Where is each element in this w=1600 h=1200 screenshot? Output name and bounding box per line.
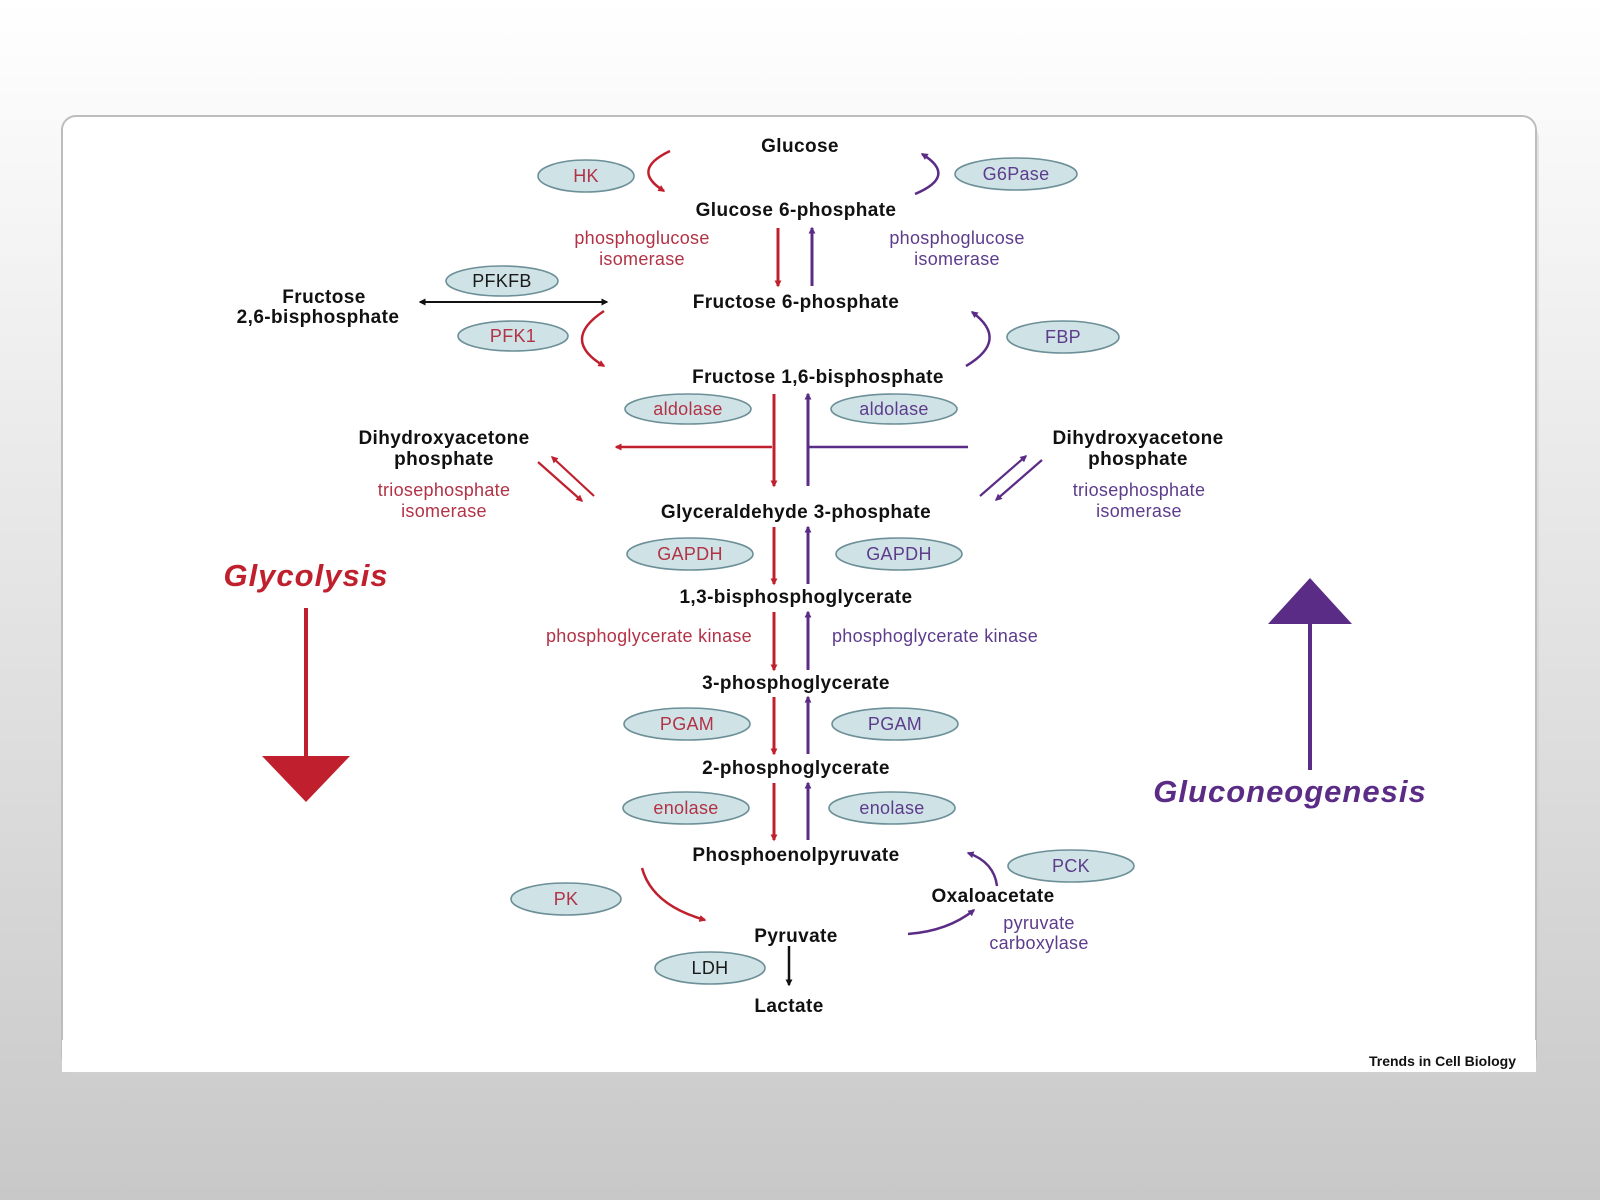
enzyme-fbp: FBP xyxy=(1006,320,1120,354)
enzyme-enolase-forward-label: enolase xyxy=(653,798,718,818)
enzyme-gapdh-reverse-label: GAPDH xyxy=(866,544,932,564)
arrow-fbp xyxy=(965,310,991,368)
arrow-g3p-to-dhap-right xyxy=(979,455,1028,497)
enzyme-pfk1-label: PFK1 xyxy=(490,326,536,346)
enzyme-g6pase: G6Pase xyxy=(954,157,1078,191)
arrow-pck xyxy=(966,851,999,887)
enzyme-gapdh-forward-label: GAPDH xyxy=(657,544,723,564)
enzyme-gapdh-forward: GAPDH xyxy=(626,537,754,571)
enzyme-enolase-reverse-label: enolase xyxy=(859,798,924,818)
metabolite-dhap-right-line2: phosphate xyxy=(1088,449,1188,470)
enzyme-hk: HK xyxy=(537,159,635,193)
metabolite-glyceraldehyde-3-phosphate: Glyceraldehyde 3-phosphate xyxy=(661,502,931,523)
enzyme-tpi-left-line1: triosephosphate xyxy=(378,480,511,500)
enzyme-pgam-reverse-label: PGAM xyxy=(868,714,922,734)
enzyme-ldh-label: LDH xyxy=(692,958,729,978)
enzyme-tpi-right-line1: triosephosphate xyxy=(1073,480,1206,500)
side-arrows xyxy=(418,149,1043,936)
enzyme-pfk1: PFK1 xyxy=(457,320,569,352)
arrow-pk xyxy=(640,867,707,922)
metabolite-13-bisphosphoglycerate: 1,3-bisphosphoglycerate xyxy=(679,587,912,608)
enzyme-pyruvate-carboxylase-line1: pyruvate xyxy=(1003,913,1074,933)
enzyme-pgk-reverse: phosphoglycerate kinase xyxy=(832,626,1038,646)
enzyme-tpi-right-line2: isomerase xyxy=(1096,501,1182,521)
metabolite-fructose-26-bisphosphate-line2: 2,6-bisphosphate xyxy=(237,307,400,328)
enzyme-tpi-left-line2: isomerase xyxy=(401,501,487,521)
arrow-g3p-to-dhap-left xyxy=(550,456,595,497)
enzyme-pck: PCK xyxy=(1007,849,1135,883)
metabolite-dhap-left-line1: Dihydroxyacetone xyxy=(358,428,529,449)
enzyme-pgam-forward-label: PGAM xyxy=(660,714,714,734)
metabolite-dhap-right-line1: Dihydroxyacetone xyxy=(1052,428,1223,449)
enzyme-pgi-reverse-line2: isomerase xyxy=(914,249,1000,269)
enzyme-pfkfb-label: PFKFB xyxy=(472,271,532,291)
arrow-pyruvate-carboxylase xyxy=(907,909,976,936)
source-credit: Trends in Cell Biology xyxy=(1369,1053,1516,1069)
enzyme-pk: PK xyxy=(510,882,622,916)
enzyme-g6pase-label: G6Pase xyxy=(983,164,1050,184)
enzyme-pgi-reverse-line1: phosphoglucose xyxy=(889,228,1024,248)
enzyme-aldolase-forward: aldolase xyxy=(624,393,752,425)
enzyme-pgam-reverse: PGAM xyxy=(831,707,959,741)
arrow-g6pase xyxy=(914,152,940,196)
metabolite-3-phosphoglycerate: 3-phosphoglycerate xyxy=(702,673,890,694)
enzyme-pgi-forward-line2: isomerase xyxy=(599,249,685,269)
metabolite-glucose-6-phosphate: Glucose 6-phosphate xyxy=(696,200,897,221)
metabolite-lactate: Lactate xyxy=(754,996,823,1017)
arrow-hk xyxy=(647,149,671,193)
enzyme-aldolase-reverse: aldolase xyxy=(830,393,958,425)
enzyme-pgi-forward-line1: phosphoglucose xyxy=(574,228,709,248)
metabolite-phosphoenolpyruvate: Phosphoenolpyruvate xyxy=(692,845,899,866)
gluconeogenesis-direction-arrow xyxy=(1268,578,1352,770)
main-arrows xyxy=(614,226,968,987)
glycolysis-direction-arrow xyxy=(262,608,350,802)
metabolite-oxaloacetate: Oxaloacetate xyxy=(931,886,1054,907)
metabolite-fructose-16-bisphosphate: Fructose 1,6-bisphosphate xyxy=(692,367,944,388)
enzyme-aldolase-reverse-label: aldolase xyxy=(859,399,928,419)
enzyme-pfkfb: PFKFB xyxy=(445,265,559,297)
pathway-label-gluconeogenesis: Gluconeogenesis xyxy=(1153,774,1426,809)
metabolite-glucose: Glucose xyxy=(761,136,839,157)
enzyme-pgk-forward: phosphoglycerate kinase xyxy=(546,626,752,646)
arrow-dhap-right-to-g3p xyxy=(994,459,1043,501)
enzyme-fbp-label: FBP xyxy=(1045,327,1081,347)
metabolite-pyruvate: Pyruvate xyxy=(754,926,837,947)
enzyme-pk-label: PK xyxy=(554,889,579,909)
metabolite-dhap-left-line2: phosphate xyxy=(394,449,494,470)
arrow-dhap-left-to-g3p xyxy=(537,461,584,502)
enzyme-pck-label: PCK xyxy=(1052,856,1090,876)
pathway-label-glycolysis: Glycolysis xyxy=(223,558,388,593)
enzyme-gapdh-reverse: GAPDH xyxy=(835,537,963,571)
metabolite-fructose-6-phosphate: Fructose 6-phosphate xyxy=(693,292,899,313)
metabolite-2-phosphoglycerate: 2-phosphoglycerate xyxy=(702,758,890,779)
enzyme-enolase-reverse: enolase xyxy=(828,791,956,825)
enzyme-aldolase-forward-label: aldolase xyxy=(653,399,722,419)
metabolite-fructose-26-bisphosphate-line1: Fructose xyxy=(282,287,365,308)
enzyme-hk-label: HK xyxy=(573,166,599,186)
enzyme-pyruvate-carboxylase-line2: carboxylase xyxy=(989,933,1088,953)
credit-strip xyxy=(62,1040,1536,1072)
enzyme-ldh: LDH xyxy=(654,951,766,985)
enzyme-enolase-forward: enolase xyxy=(622,791,750,825)
enzyme-pgam-forward: PGAM xyxy=(623,707,751,741)
arrow-pfk1 xyxy=(580,309,606,368)
